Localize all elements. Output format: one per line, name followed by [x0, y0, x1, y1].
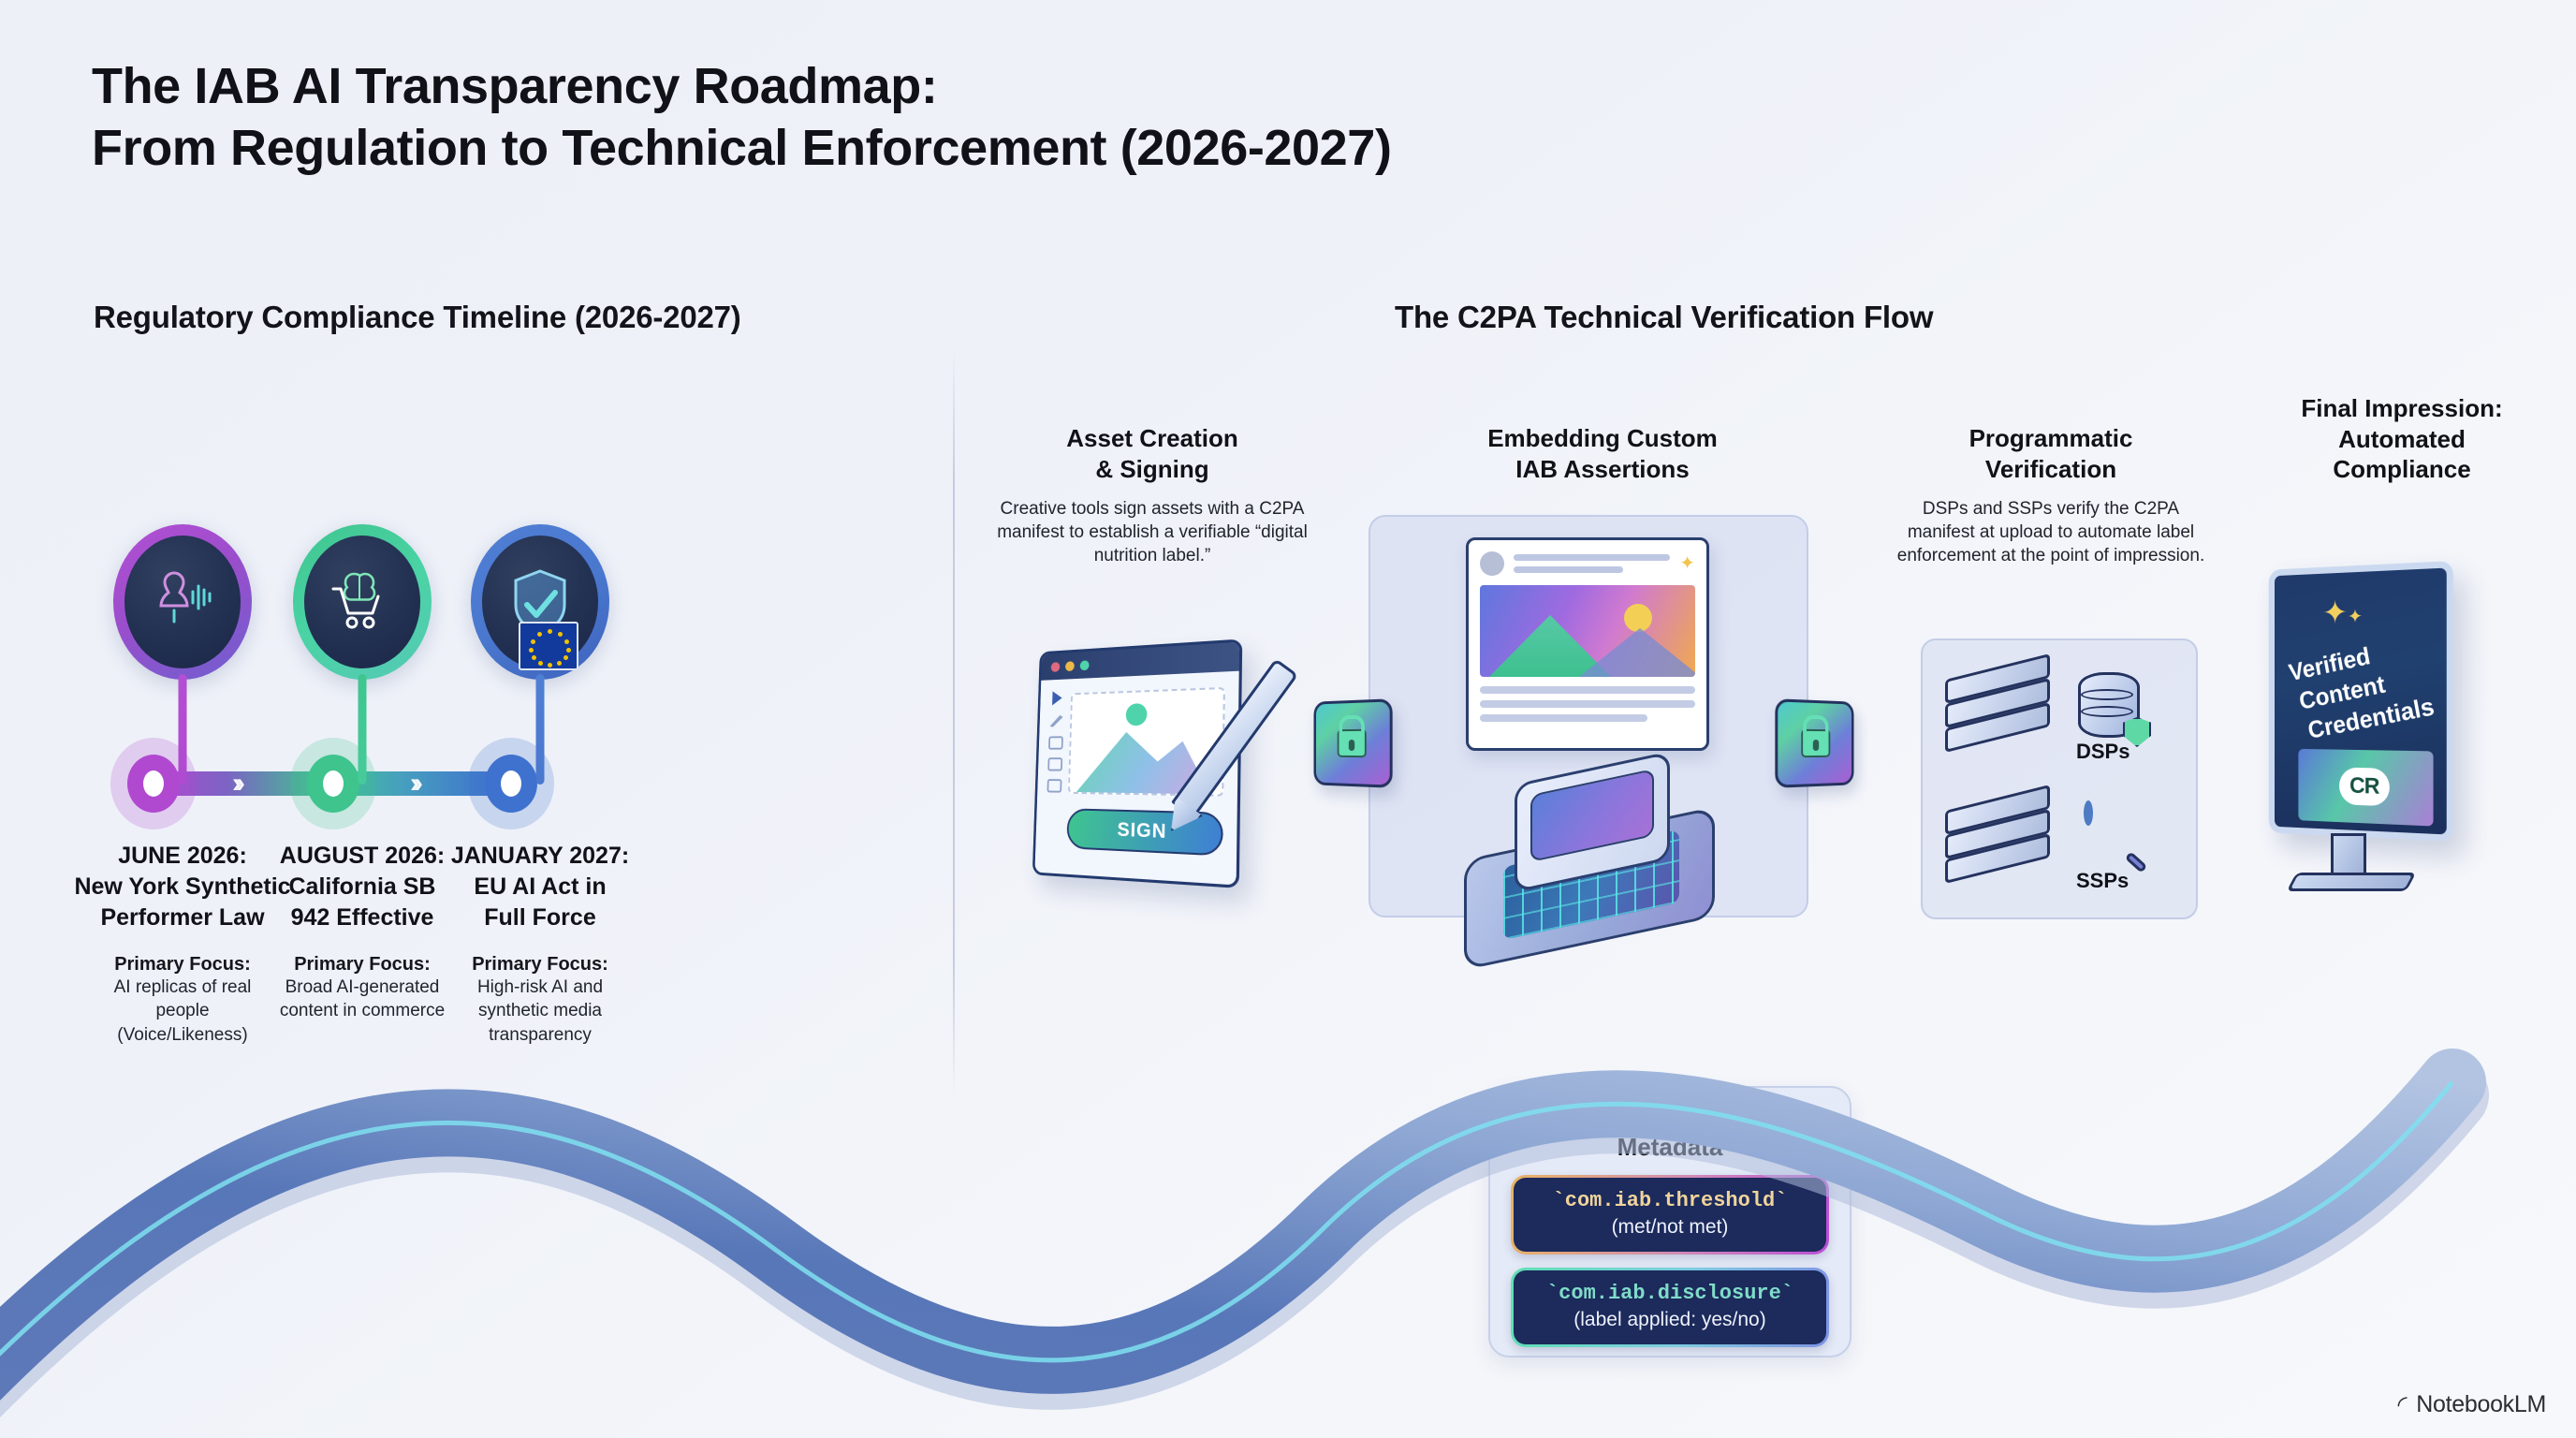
notebooklm-logo-icon: ◜: [2397, 1390, 2408, 1418]
milestone-focus-text: AI replicas of real people (Voice/Likene…: [113, 977, 252, 1045]
manifest-chip-illustration: [1464, 751, 1715, 971]
verified-credentials-text: Verified Content Credentials: [2286, 641, 2437, 744]
embedding-illustration: ✦: [1352, 507, 1838, 1050]
lock-icon: [1313, 698, 1393, 788]
page-title: The IAB AI Transparency Roadmap: From Re…: [92, 56, 2057, 180]
flow-step-programmatic-verification[interactable]: Programmatic Verification DSPs and SSPs …: [1891, 423, 2211, 567]
page-title-line2: From Regulation to Technical Enforcement…: [92, 119, 1392, 176]
magnifier-icon: [2084, 800, 2148, 873]
play-cursor-icon: [1052, 690, 1062, 706]
step-body: Creative tools sign assets with a C2PA m…: [997, 499, 1308, 566]
milestone-focus-text: High-risk AI and synthetic media transpa…: [476, 977, 604, 1045]
tool-swatch: [1046, 779, 1062, 793]
milestone-date: JUNE 2026: New York Synthetic Performer …: [74, 843, 291, 931]
server-stack-icon: [1945, 785, 2050, 888]
right-section-heading: The C2PA Technical Verification Flow: [1395, 300, 1934, 334]
section-divider: [953, 348, 955, 1097]
creative-image: [1480, 585, 1695, 677]
ad-creative-card: ✦: [1466, 537, 1709, 751]
notebooklm-watermark: ◜ NotebookLM: [2397, 1390, 2546, 1419]
milestone-date: AUGUST 2026: California SB 942 Effective: [279, 843, 446, 931]
flow-step-embedding-assertions[interactable]: Embedding Custom IAB Assertions: [1397, 423, 1808, 484]
step-heading: Final Impression: Automated Compliance: [2301, 394, 2503, 483]
metadata-subtext: (label applied: yes/no): [1573, 1309, 1766, 1331]
flow-step-final-impression[interactable]: Final Impression: Automated Compliance: [2237, 393, 2567, 485]
database-icon: [2078, 672, 2151, 747]
tool-swatch: [1047, 736, 1063, 750]
ssp-label: SSPs: [2076, 869, 2130, 892]
monitor-stand: [2331, 833, 2366, 876]
sparkle-icon: ✦✦: [2322, 594, 2364, 631]
flow-step-asset-creation[interactable]: Asset Creation & Signing Creative tools …: [988, 423, 1316, 567]
server-stack-icon: [1945, 653, 2050, 756]
metadata-code: `com.iab.disclosure`: [1545, 1282, 1794, 1306]
timeline-milestone-august-2026[interactable]: AUGUST 2026: California SB 942 Effective…: [208, 524, 517, 1023]
final-impression-monitor: ✦✦ Verified Content Credentials CR: [2245, 560, 2544, 940]
asset-signing-illustration: SIGN: [1007, 618, 1307, 927]
credential-thumbnail: CR: [2298, 748, 2434, 827]
metadata-code: `com.iab.threshold`: [1552, 1189, 1788, 1213]
milestone-focus-label: Primary Focus:: [114, 954, 251, 975]
step-body: DSPs and SSPs verify the C2PA manifest a…: [1896, 499, 2205, 566]
dsp-label: DSPs: [2076, 740, 2130, 763]
milestone-focus-label: Primary Focus:: [472, 954, 608, 975]
person-voice-waveform-icon: [113, 524, 252, 680]
step-heading: Embedding Custom IAB Assertions: [1487, 424, 1718, 483]
page-title-line1: The IAB AI Transparency Roadmap:: [92, 58, 938, 114]
avatar: [1480, 551, 1504, 576]
tool-swatch: [1047, 757, 1063, 771]
milestone-date: JANUARY 2027: EU AI Act in Full Force: [450, 843, 630, 931]
verification-illustration: [1921, 638, 2198, 919]
left-section-heading: Regulatory Compliance Timeline (2026-202…: [94, 300, 741, 334]
brain-shopping-cart-icon: [293, 524, 432, 680]
notebooklm-label: NotebookLM: [2416, 1391, 2546, 1417]
eu-flag-icon: [519, 622, 578, 670]
regulatory-timeline: ›› ››: [0, 0, 955, 1123]
brush-icon: [1049, 713, 1064, 728]
process-flow-ribbon: ≡ ≡ 🔒 ◐: [0, 955, 2576, 1438]
step-heading: Programmatic Verification: [1969, 424, 2133, 483]
sparkle-icon: ✦: [1679, 553, 1695, 574]
monitor-base: [2286, 873, 2417, 891]
milestone-focus-label: Primary Focus:: [294, 954, 431, 975]
display-screen: ✦✦ Verified Content Credentials CR: [2268, 560, 2453, 843]
timeline-milestone-june-2026[interactable]: JUNE 2026: New York Synthetic Performer …: [28, 524, 337, 1047]
milestone-focus-text: Broad AI-generated content in commerce: [279, 977, 446, 1021]
metadata-entry-disclosure: `com.iab.disclosure` (label applied: yes…: [1511, 1268, 1829, 1348]
lock-icon: [1775, 698, 1854, 788]
metadata-subtext: (met/not met): [1611, 1216, 1729, 1239]
metadata-entry-threshold: `com.iab.threshold` (met/not met): [1511, 1175, 1829, 1255]
step-heading: Asset Creation & Signing: [1066, 424, 1238, 483]
cr-badge: CR: [2339, 767, 2390, 807]
